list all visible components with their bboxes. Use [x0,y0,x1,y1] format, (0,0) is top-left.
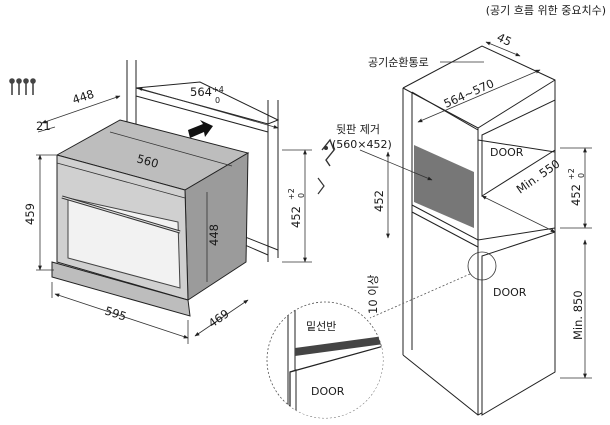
dim-595: 595 [103,304,128,324]
door-lower-label: DOOR [493,286,527,299]
detail-shelf-label: 밑선반 [306,320,336,333]
screws-icon [9,78,36,95]
remove-back-size: (560×452) [332,138,392,151]
dim-448-top: 448 [71,87,96,107]
dim-469: 469 [206,306,232,330]
dim-10-min: 10 이상 [366,274,380,314]
right-dimensions [359,41,592,379]
dim-459: 459 [23,203,37,225]
door-upper-label: DOOR [490,146,524,159]
dim-564-tol-sub: 0 [215,96,220,105]
dim-564: 564 [190,85,212,99]
dim-45: 45 [495,30,514,49]
left-dimensions [36,87,312,344]
dim-452-right-tol-sub: 0 [577,173,586,178]
remove-back-label: 뒷판 제거 [336,123,380,136]
air-channel-label: 공기순환통로 [368,56,429,69]
detail-door-label: DOOR [311,385,345,398]
dim-452-left: 452 [372,190,386,212]
dim-452-tol-sup: +2 [287,188,296,200]
oven [51,119,250,317]
min-850: Min. 850 [571,290,585,340]
dim-21: 21 [36,119,51,133]
dim-564-tol-sup: +4 [212,85,224,94]
caption: (공기 흐름 위한 중요치수) [486,4,606,17]
dim-452-tol-sub: 0 [297,193,306,198]
dim-452-right-tol-sup: +2 [567,168,576,180]
dim-448-side: 448 [207,224,221,246]
detail-view [266,301,384,419]
arrow-icon [188,120,213,138]
dim-452-right: 452 [569,184,583,206]
tall-cabinet [402,45,556,416]
dim-560: 560 [135,151,160,171]
dim-452: 452 [289,206,303,228]
clip-icon [317,138,335,195]
dim-564-570: 564~570 [442,76,497,111]
